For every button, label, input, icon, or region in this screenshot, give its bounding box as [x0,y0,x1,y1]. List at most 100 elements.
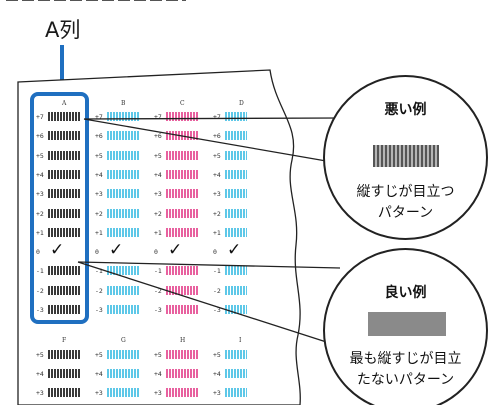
bad-callout-line-bottom [83,118,333,163]
good-example-caption-1: 最も縦すじが目立 [349,351,462,367]
row-label-c-6: +1 [154,228,162,237]
check-mark-c: ✓ [168,240,183,261]
pattern-swatch-b-5 [107,208,139,218]
pattern-swatch-c-6 [166,227,198,237]
row-label-c-4: +3 [154,190,162,199]
bottom-row-label-b-1: +4 [95,370,103,378]
row-label-a-10: -3 [36,306,44,314]
col-head-I: I [239,337,242,344]
row-label-c-1: +6 [154,132,162,141]
row-label-d-1: +6 [213,132,221,141]
row-label-c-5: +2 [154,209,162,218]
bottom-pattern-swatch-a-0 [48,350,80,359]
good-pattern-swatch [368,312,446,336]
row-label-b-2: +5 [95,151,103,160]
pattern-swatch-a-0 [48,112,80,121]
bad-example-caption-2: パターン [377,205,434,221]
bottom-pattern-swatch-b-0 [107,350,139,359]
pattern-swatch-c-0 [166,112,198,121]
row-label-a-5: +2 [36,209,44,218]
row-label-c-10: -3 [154,306,162,314]
good-example-title: 良い例 [384,285,427,301]
bottom-pattern-swatch-a-2 [48,388,80,397]
check-mark-a: ✓ [50,240,65,261]
pattern-swatch-b-8 [107,266,139,276]
bad-callout-line-top [83,117,341,120]
row-label-d-2: +5 [213,151,221,160]
row-label-a-8: -1 [36,267,44,276]
bad-pattern-swatch [373,145,439,167]
row-label-b-6: +1 [95,228,103,237]
row-label-d-3: +4 [213,170,221,179]
pattern-swatch-d-5 [225,208,247,218]
cropped-top-fragment [6,0,186,4]
pattern-swatch-d-9 [225,285,247,295]
row-label-d-0: +7 [213,113,221,121]
row-label-b-8: -1 [95,267,103,276]
bad-example-title: 悪い例 [384,102,427,118]
pattern-swatch-b-3 [107,169,139,179]
pattern-swatch-c-2 [166,150,198,160]
pattern-swatch-a-4 [48,189,80,199]
row-label-a-2: +5 [36,151,44,160]
pattern-swatch-a-8 [48,266,80,276]
row-label-d-8: -1 [213,267,221,276]
pattern-swatch-b-10 [107,305,139,314]
pattern-swatch-a-6 [48,227,80,237]
col-head-B: B [121,100,126,107]
row-label-d-6: +1 [213,228,221,237]
bottom-row-label-d-1: +4 [213,370,221,378]
label-connector [60,45,64,93]
good-example-callout: 良い例 最も縦すじが目立 たないパターン [323,248,488,405]
row-label-a-9: -2 [36,286,44,295]
bottom-pattern-swatch-d-1 [225,369,247,378]
bottom-pattern-swatch-d-0 [225,350,247,359]
row-label-b-5: +2 [95,209,103,218]
row-label-c-3: +4 [154,170,162,179]
col-head-F: F [62,337,67,344]
bad-example-caption-1: 縦すじが目立つ [356,184,455,200]
pattern-swatch-d-2 [225,150,247,160]
pattern-swatch-d-6 [225,227,247,237]
pattern-swatch-b-0 [107,112,139,121]
good-callout-line-top [77,261,341,269]
bottom-row-label-a-2: +3 [36,389,44,397]
col-head-G: G [121,337,126,344]
row-label-d-7: 0 [213,248,217,257]
column-a-highlight [30,92,89,324]
pattern-swatch-b-6 [107,227,139,237]
bottom-row-label-d-2: +3 [213,389,221,397]
col-head-A: A [62,100,67,107]
row-label-b-4: +3 [95,190,103,199]
pattern-swatch-a-3 [48,169,80,179]
row-label-c-9: -2 [154,286,162,295]
pattern-swatch-a-10 [48,305,80,314]
check-mark-d: ✓ [227,240,242,261]
row-label-a-7: 0 [36,248,40,257]
col-head-H: H [180,337,186,344]
pattern-swatch-b-9 [107,285,139,295]
pattern-swatch-d-0 [225,112,247,121]
pattern-swatch-d-3 [225,169,247,179]
pattern-swatch-d-8 [225,266,247,276]
row-label-d-4: +3 [213,190,221,199]
row-label-b-7: 0 [95,248,99,257]
bottom-row-label-d-0: +5 [213,351,221,359]
bottom-row-label-b-2: +3 [95,389,103,397]
bottom-row-label-a-0: +5 [36,351,44,359]
bottom-row-label-c-1: +4 [154,370,162,378]
pattern-swatch-a-5 [48,208,80,218]
pattern-swatch-d-1 [225,131,247,141]
row-label-a-4: +3 [36,190,44,199]
bad-example-callout: 悪い例 縦すじが目立つ パターン [323,75,488,240]
bottom-pattern-swatch-d-2 [225,388,247,397]
bottom-pattern-swatch-c-1 [166,369,198,378]
pattern-swatch-c-10 [166,305,198,314]
pattern-swatch-b-1 [107,131,139,141]
row-label-b-1: +6 [95,132,103,141]
row-label-b-10: -3 [95,306,103,314]
bottom-pattern-swatch-b-1 [107,369,139,378]
row-label-a-3: +4 [36,170,44,179]
